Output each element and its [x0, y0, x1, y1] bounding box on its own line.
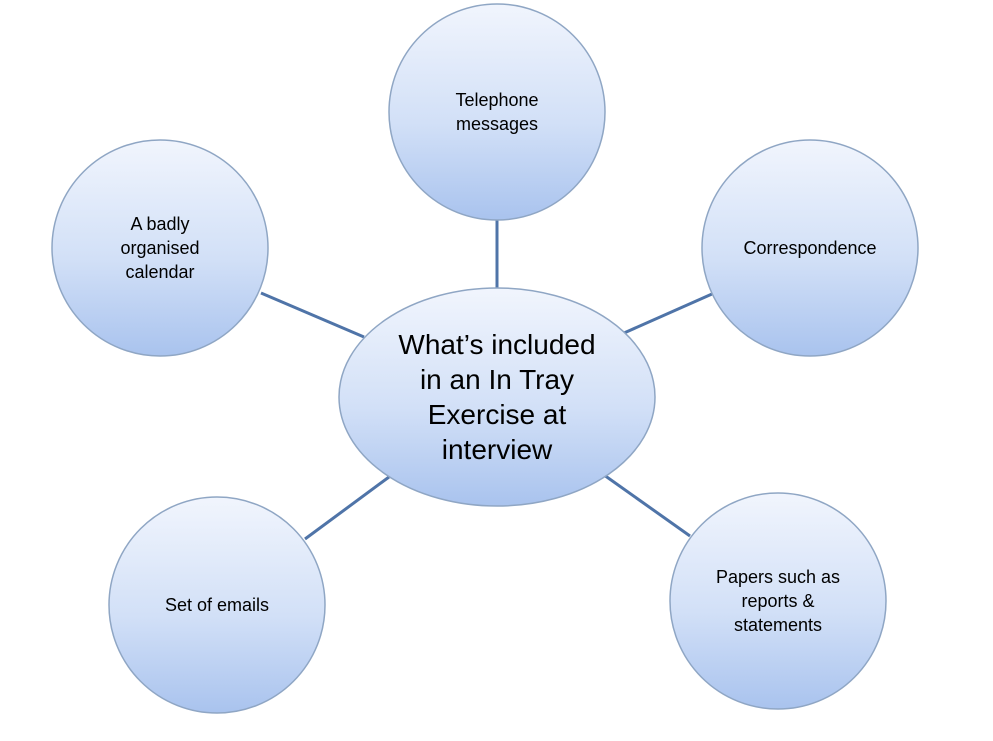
node-label-line: organised: [120, 238, 200, 258]
node-label-line: messages: [455, 114, 539, 134]
node-emails-label: Set of emails: [127, 565, 307, 645]
connector-papers: [603, 473, 691, 538]
node-correspondence-bubble: [701, 139, 919, 357]
node-correspondence-label: Correspondence: [715, 208, 905, 288]
node-telephone-bubble: [388, 3, 606, 221]
connector-emails: [304, 475, 390, 541]
node-label-line: Telephone: [455, 90, 539, 110]
center-node-label: What’s included in an In Tray Exercise a…: [347, 317, 647, 477]
node-telephone-label: Telephone messages: [407, 72, 587, 152]
node-label-line: reports &: [741, 591, 815, 611]
connector-correspondence: [623, 292, 713, 335]
node-label-line: statements: [733, 615, 823, 635]
node-papers-bubble: [669, 492, 887, 710]
node-label-line: Papers such as: [715, 567, 841, 587]
node-label-line: Set of emails: [164, 595, 270, 615]
center-label-line: in an In Tray: [419, 364, 575, 395]
node-calendar-bubble: [51, 139, 269, 357]
center-node-bubble: [338, 287, 656, 507]
node-label-line: A badly: [130, 214, 190, 234]
node-calendar-label: A badly organised calendar: [70, 208, 250, 288]
center-label-line: What’s included: [398, 329, 596, 360]
center-label-line: interview: [441, 434, 553, 465]
node-papers-label: Papers such as reports & statements: [688, 561, 868, 641]
connector-calendar: [260, 291, 365, 339]
node-emails-bubble: [108, 496, 326, 714]
node-label-line: Correspondence: [743, 238, 877, 258]
node-label-line: calendar: [125, 262, 195, 282]
center-label-line: Exercise at: [427, 399, 567, 430]
